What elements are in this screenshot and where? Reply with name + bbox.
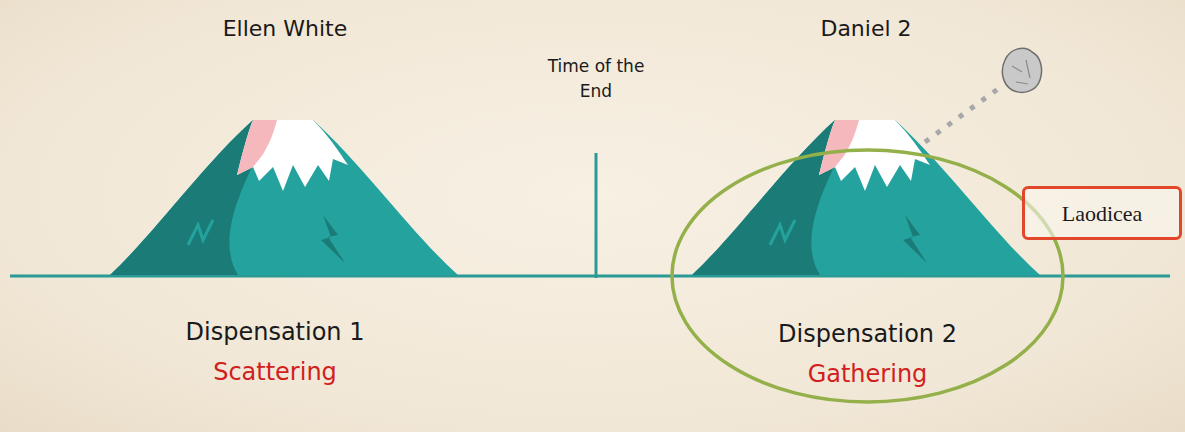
node-heading: Dispensation 2 <box>670 320 1065 348</box>
stone-path <box>925 86 1002 142</box>
node-subheading: Gathering <box>670 360 1065 388</box>
person-label: Ellen White <box>223 16 348 41</box>
church-box: Laodicea <box>1022 186 1182 240</box>
node-heading: Laodicea <box>1025 201 1179 227</box>
dispensation-circle: Dispensation 2 Gathering <box>670 148 1065 404</box>
stone-detail <box>1012 60 1030 84</box>
marker-label: Time of the End <box>546 54 646 103</box>
time-marker <box>595 153 598 278</box>
phase-label: Scattering <box>213 358 337 386</box>
stone <box>1002 48 1041 92</box>
period-label: Dispensation 1 <box>186 318 365 346</box>
mountain <box>110 120 458 275</box>
book-label: Daniel 2 <box>820 16 911 41</box>
mountain <box>692 120 1040 275</box>
